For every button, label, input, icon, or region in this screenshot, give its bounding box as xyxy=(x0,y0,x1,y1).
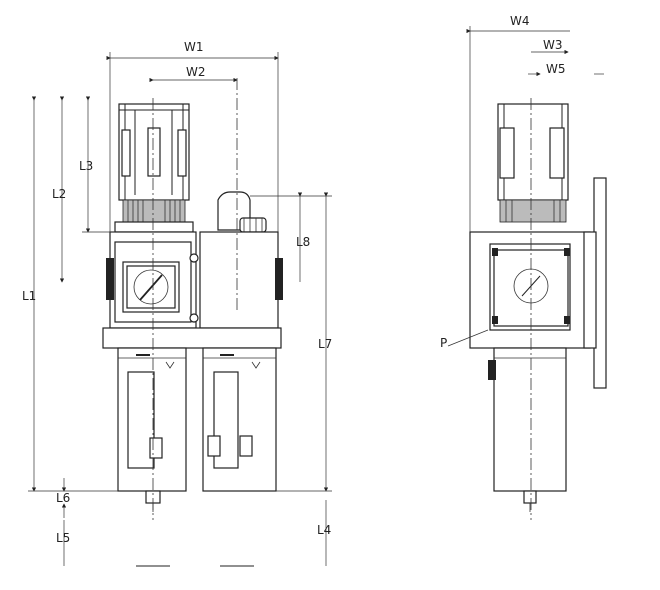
side-body xyxy=(469,231,591,349)
label-w3: W3 xyxy=(543,38,563,52)
mounting-bracket xyxy=(583,177,607,389)
front-view xyxy=(28,52,332,567)
regulator-cap xyxy=(118,103,190,201)
label-l3: L3 xyxy=(79,159,93,173)
lubricator-body xyxy=(199,231,283,329)
threaded-neck xyxy=(114,199,194,233)
side-view xyxy=(447,26,607,520)
label-w5: W5 xyxy=(546,62,566,76)
label-p: P xyxy=(440,336,447,350)
label-l5: L5 xyxy=(56,531,70,545)
label-w1: W1 xyxy=(184,40,204,54)
side-bowl xyxy=(488,347,567,512)
side-cap xyxy=(497,103,569,223)
label-w2: W2 xyxy=(186,65,206,79)
filter-bowl xyxy=(117,347,187,512)
label-l2: L2 xyxy=(52,187,66,201)
manifold-block xyxy=(102,327,282,349)
pressure-gauge xyxy=(122,261,180,313)
label-l1: L1 xyxy=(22,289,36,303)
label-l4: L4 xyxy=(317,523,331,537)
lubricator-bowl xyxy=(202,347,277,492)
lubricator-top xyxy=(217,191,267,233)
label-l7: L7 xyxy=(318,337,332,351)
label-l8: L8 xyxy=(296,235,310,249)
label-w4: W4 xyxy=(510,14,530,28)
label-l6: L6 xyxy=(56,491,70,505)
